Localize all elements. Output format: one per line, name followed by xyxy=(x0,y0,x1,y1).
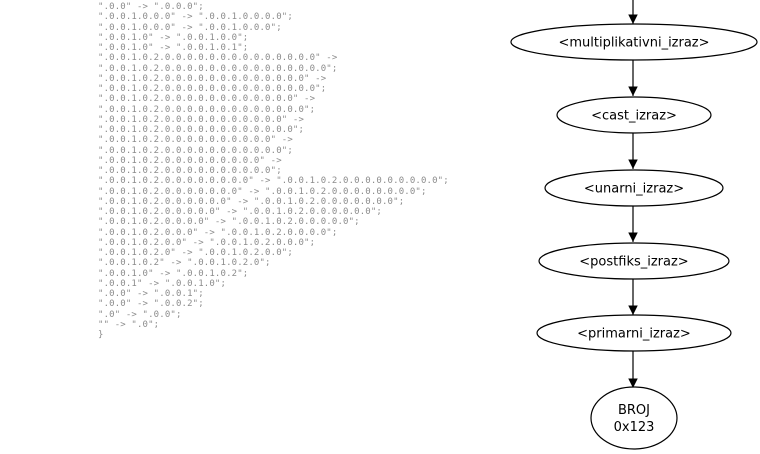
code-line: ".0.0.1.0.2.0.0.0.0.0.0.0.0.0.0.0.0"; xyxy=(98,125,305,135)
code-line: ".0" -> ".0.0"; xyxy=(98,309,182,320)
node-multiplikativni-izraz-label: <multiplikativni_izraz> xyxy=(558,36,709,51)
code-line: "" -> ".0"; xyxy=(98,319,160,330)
code-line: ".0.0.1.0.2.0.0.0.0.0.0" -> ".0.0.1.0.2.… xyxy=(98,196,405,207)
node-multiplikativni-izraz: <multiplikativni_izraz> xyxy=(510,23,758,61)
code-line: ".0.0.1.0.2.0.0" -> ".0.0.1.0.2.0.0.0"; xyxy=(98,237,316,248)
code-line: ".0.0.1.0.2.0.0.0.0.0.0.0.0.0.0.0"; xyxy=(98,145,293,156)
code-line: ".0.0" -> ".0.0.2"; xyxy=(98,299,204,310)
code-line: ".0.0.1.0" -> ".0.0.1.0.2"; xyxy=(98,268,249,279)
node-postfiks-izraz-label: <postfiks_izraz> xyxy=(579,255,688,270)
node-unarni-izraz: <unarni_izraz> xyxy=(544,169,724,207)
code-line: ".0.0.1.0.2.0.0.0.0" -> ".0.0.1.0.2.0.0.… xyxy=(98,217,360,228)
code-line: ".0.0" -> ".0.0.1"; xyxy=(98,289,204,299)
code-line: ".0.0.1" -> ".0.0.1.0"; xyxy=(98,278,227,289)
node-cast-izraz: <cast_izraz> xyxy=(556,96,712,134)
dot-source-code: ".0.0" -> ".0.0.0";".0.0.1.0.0.0" -> ".0… xyxy=(98,2,449,340)
code-line: ".0.0.1.0.0.0" -> ".0.0.1.0.0.0.0"; xyxy=(98,12,293,23)
node-broj: BROJ 0x123 xyxy=(590,386,678,450)
code-line: ".0.0.1.0.2.0.0.0" -> ".0.0.1.0.2.0.0.0.… xyxy=(98,227,338,238)
code-line: ".0.0.1.0.2.0.0.0.0.0.0.0.0.0.0.0.0" -> xyxy=(98,94,316,105)
code-line: ".0.0.1.0.2.0.0.0.0.0.0.0.0.0.0.0.0.0.0.… xyxy=(98,63,338,74)
node-unarni-izraz-label: <unarni_izraz> xyxy=(584,182,684,197)
code-line: ".0.0.1.0.2.0.0.0.0.0" -> ".0.0.1.0.2.0.… xyxy=(98,207,382,217)
node-broj-label-line-1: BROJ xyxy=(618,403,650,418)
code-line: ".0.0.1.0.2.0.0.0.0.0.0.0" -> ".0.0.1.0.… xyxy=(98,186,427,197)
code-line: ".0.0.1.0.2" -> ".0.0.1.0.2.0"; xyxy=(98,258,271,269)
code-line: ".0.0.1.0" -> ".0.0.1.0.0"; xyxy=(98,32,249,43)
code-line: ".0.0.1.0" -> ".0.0.1.0.1"; xyxy=(98,43,249,53)
code-line: ".0.0.1.0.2.0.0.0.0.0.0.0.0" -> ".0.0.1.… xyxy=(98,176,449,187)
code-line: ".0.0.1.0.2.0.0.0.0.0.0.0.0.0.0" -> xyxy=(98,135,293,146)
code-line: } xyxy=(98,330,104,340)
node-broj-label-line-2: 0x123 xyxy=(614,420,655,435)
node-primarni-izraz: <primarni_izraz> xyxy=(536,314,732,352)
node-postfiks-izraz: <postfiks_izraz> xyxy=(538,242,730,280)
code-line: ".0.0.1.0.2.0.0.0.0.0.0.0.0.0.0"; xyxy=(98,166,282,176)
node-cast-izraz-label: <cast_izraz> xyxy=(591,109,677,124)
code-line: ".0.0.1.0.2.0.0.0.0.0.0.0.0.0.0.0.0.0.0"… xyxy=(98,84,327,94)
node-primarni-izraz-label: <primarni_izraz> xyxy=(577,327,691,342)
code-line: ".0.0" -> ".0.0.0"; xyxy=(98,2,204,12)
code-line: ".0.0.1.0.0.0" -> ".0.0.1.0.0.0"; xyxy=(98,22,282,33)
code-line: ".0.0.1.0.2.0" -> ".0.0.1.0.2.0.0"; xyxy=(98,248,293,258)
code-line: ".0.0.1.0.2.0.0.0.0.0.0.0.0.0.0.0.0.0"; xyxy=(98,104,316,115)
code-line: ".0.0.1.0.2.0.0.0.0.0.0.0.0.0.0.0.0.0.0"… xyxy=(98,53,338,64)
code-line: ".0.0.1.0.2.0.0.0.0.0.0.0.0.0.0.0.0.0" -… xyxy=(98,73,327,84)
code-line: ".0.0.1.0.2.0.0.0.0.0.0.0.0.0" -> xyxy=(98,155,282,166)
code-line: ".0.0.1.0.2.0.0.0.0.0.0.0.0.0.0.0" -> xyxy=(98,114,305,125)
